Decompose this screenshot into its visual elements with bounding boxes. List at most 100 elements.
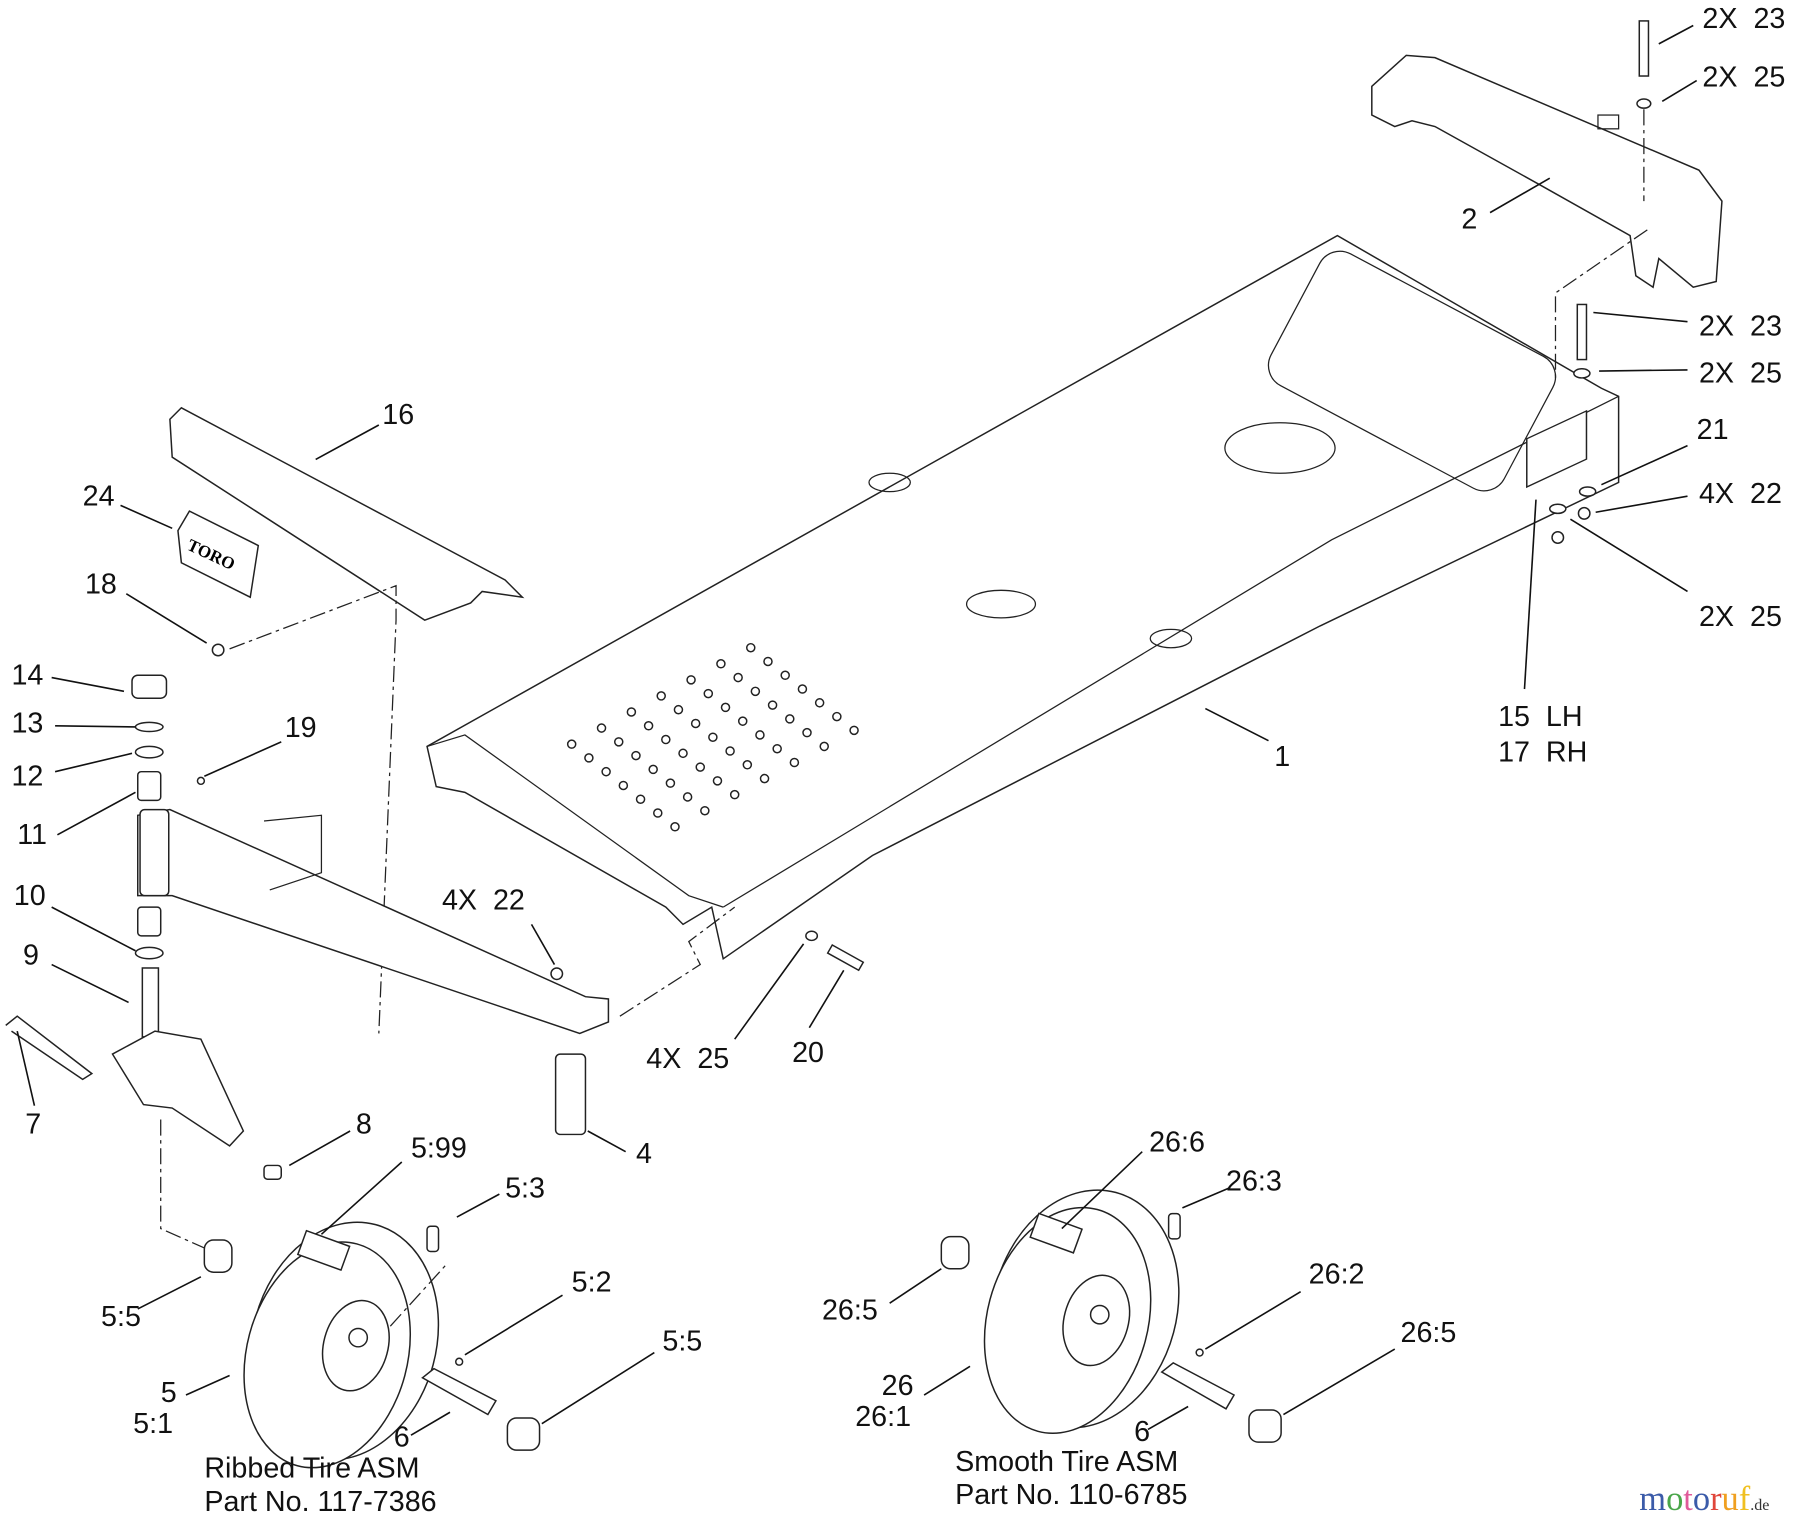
toro-decal-part-24: TORO (177, 510, 260, 599)
leader-line (1204, 1291, 1302, 1350)
leader-line (120, 504, 173, 530)
callout: 5:2 (572, 1267, 612, 1299)
floor-hole (618, 780, 629, 791)
leader-line (125, 593, 208, 644)
leader-line (410, 1411, 451, 1436)
callout: 5:5 (662, 1325, 702, 1357)
leader-line (1658, 24, 1694, 45)
callout: 4 (636, 1138, 652, 1170)
callout: 26:5 (822, 1294, 878, 1326)
callout: 6 (1134, 1416, 1150, 1448)
leader-line (51, 676, 125, 693)
callout: 4X 22 (442, 884, 525, 916)
callout: 5:99 (411, 1132, 467, 1164)
callout: 2X 23 (1702, 3, 1785, 35)
leader-line (808, 969, 845, 1029)
floor-hole (802, 727, 812, 738)
callout: 26:1 (855, 1401, 911, 1433)
leader-line (55, 724, 136, 728)
leader-lines (16, 24, 1698, 1436)
floor-hole (712, 776, 723, 786)
leader-line (587, 1130, 627, 1153)
leader-line (456, 1193, 500, 1218)
callout: 9 (23, 940, 39, 972)
callout: 26:3 (1226, 1166, 1282, 1198)
floor-hole (725, 746, 735, 756)
leader-line (889, 1268, 942, 1304)
leader-line (464, 1294, 563, 1356)
callout: 2X 25 (1699, 601, 1782, 633)
floor-hole (613, 737, 624, 747)
leader-line (1569, 518, 1688, 593)
callout: 8 (356, 1108, 372, 1140)
floor-hole (670, 822, 680, 832)
floor-hole (601, 766, 611, 777)
callout: 7 (25, 1108, 41, 1140)
leader-line (51, 963, 129, 1004)
floor-hole (729, 789, 740, 800)
callout: 18 (85, 569, 117, 601)
floor-hole (763, 656, 773, 667)
leader-line (16, 1030, 36, 1106)
callout: 2X 25 (1702, 61, 1785, 93)
leader-line (1147, 1405, 1189, 1431)
floor-hole (665, 778, 676, 788)
leader-line (1523, 499, 1537, 690)
callout: 24 (83, 480, 115, 512)
floor-hole (686, 675, 696, 685)
floor-hole (832, 711, 842, 722)
floor-hole (733, 672, 743, 683)
floor-hole (631, 750, 641, 761)
leader-line (315, 424, 380, 461)
caster-hardware (5, 674, 865, 1253)
leader-line (185, 1374, 230, 1396)
floor-hole (746, 642, 756, 653)
floor-hole (653, 808, 663, 818)
callout: 6 (394, 1422, 410, 1454)
callout: 5:1 (133, 1408, 173, 1440)
callout: 5:3 (505, 1173, 545, 1205)
floor-hole (772, 743, 782, 754)
leader-line (320, 1161, 403, 1235)
floor-hole (703, 688, 714, 699)
leader-line (734, 943, 805, 1040)
floor-hole (785, 714, 795, 724)
floor-hole (819, 741, 829, 752)
assembly-caption: Ribbed Tire ASM (204, 1453, 419, 1485)
leader-line (1595, 495, 1688, 514)
floor-hole (716, 659, 726, 669)
callout: 1 (1274, 741, 1290, 773)
floor-hole (635, 794, 646, 804)
hardware-rear (1548, 20, 1652, 544)
floor-hole (695, 762, 706, 772)
callout: 19 (285, 712, 317, 744)
floor-hole (759, 773, 770, 784)
decal-part-15-17 (1526, 409, 1588, 489)
callout: 12 (11, 760, 43, 792)
front-shield-part-16: TORO (169, 406, 525, 1034)
leader-line (1061, 1151, 1143, 1230)
rear-bumper-part-2 (1371, 54, 1723, 289)
floor-hole (690, 718, 701, 729)
floor-hole (661, 734, 671, 745)
floor-hole (584, 753, 594, 763)
callout: 16 (382, 399, 414, 431)
leader-line (1661, 79, 1698, 102)
leader-line (54, 752, 133, 773)
leader-line (204, 741, 282, 778)
leader-line (1283, 1348, 1396, 1416)
callout: 26:5 (1401, 1317, 1457, 1349)
callout: 14 (11, 659, 43, 691)
callout: 10 (14, 880, 46, 912)
floor-hole (678, 748, 688, 759)
floor-hole (849, 725, 859, 736)
callout: 2X 25 (1699, 358, 1782, 390)
leader-line (1489, 177, 1551, 214)
floor-hole (566, 739, 577, 749)
callout: 4X 25 (646, 1043, 729, 1075)
callout: 13 (11, 708, 43, 740)
floor-hole (643, 721, 654, 731)
callout: 26:6 (1149, 1127, 1205, 1159)
callout: 17 RH (1498, 736, 1587, 768)
